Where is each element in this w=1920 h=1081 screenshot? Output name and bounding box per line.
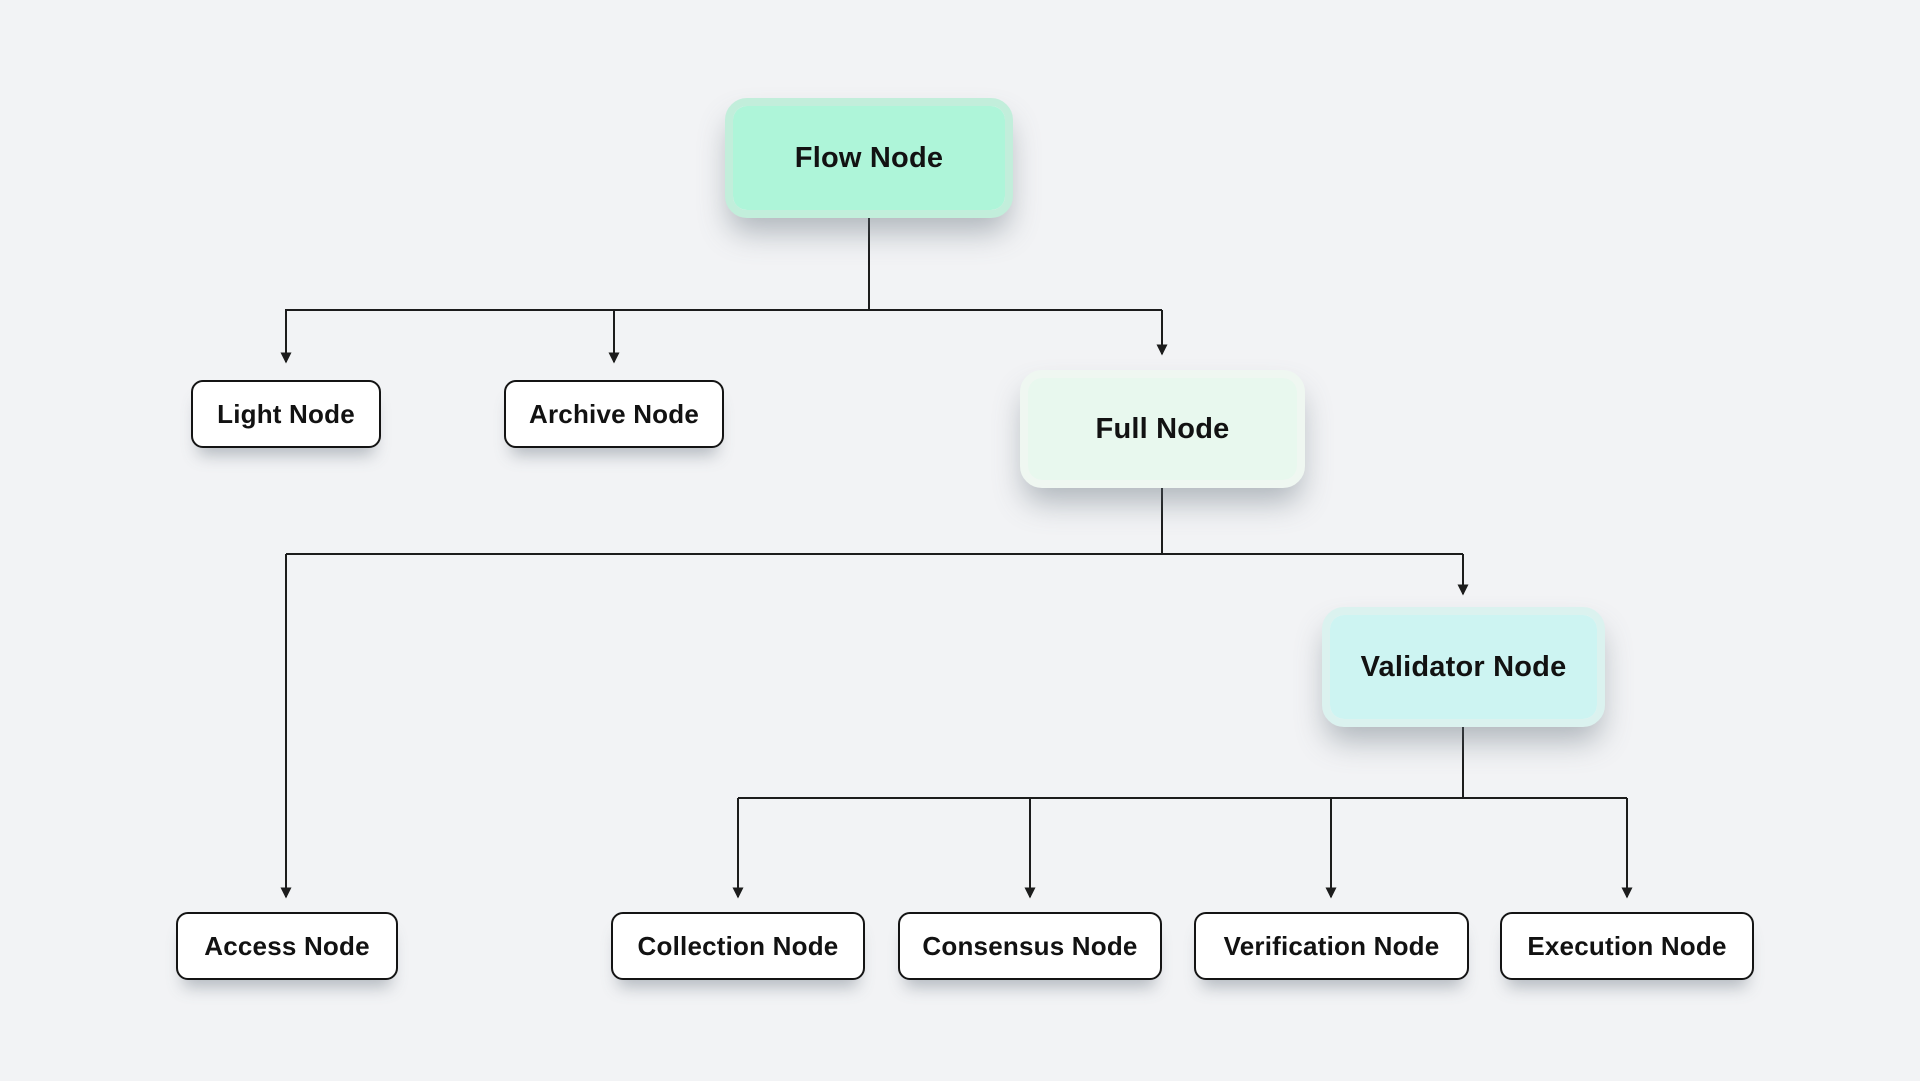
node-full: Full Node (1020, 370, 1305, 488)
node-consensus: Consensus Node (898, 912, 1162, 980)
node-verification: Verification Node (1194, 912, 1469, 980)
node-archive: Archive Node (504, 380, 724, 448)
node-consensus-label: Consensus Node (922, 930, 1138, 961)
node-verification-label: Verification Node (1223, 930, 1440, 961)
node-light: Light Node (191, 380, 381, 448)
node-validator: Validator Node (1322, 607, 1605, 727)
node-flow: Flow Node (725, 98, 1013, 218)
node-flow-label: Flow Node (794, 141, 944, 174)
node-collection: Collection Node (611, 912, 865, 980)
node-validator-label: Validator Node (1360, 650, 1567, 683)
node-execution-label: Execution Node (1527, 930, 1727, 961)
node-access-label: Access Node (204, 930, 370, 961)
node-archive-label: Archive Node (528, 398, 699, 429)
node-light-label: Light Node (217, 398, 355, 429)
node-execution: Execution Node (1500, 912, 1754, 980)
node-full-label: Full Node (1095, 412, 1230, 445)
node-access: Access Node (176, 912, 398, 980)
node-collection-label: Collection Node (637, 930, 839, 961)
